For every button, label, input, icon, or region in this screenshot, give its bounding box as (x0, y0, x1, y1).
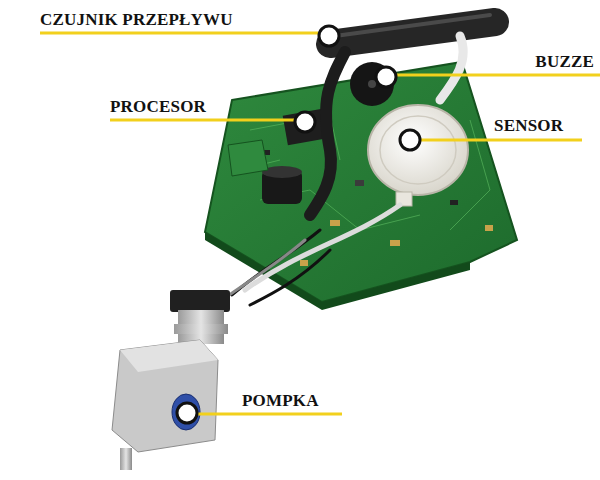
hose (310, 52, 345, 215)
part-label: CZUJNIK PRZEPŁYWU (40, 10, 233, 30)
part-label: SENSOR (494, 116, 563, 136)
part-label: BUZZE (535, 52, 594, 72)
board-edge (205, 232, 470, 310)
part-label: POMPKA (242, 391, 319, 411)
part-label: PROCESOR (110, 97, 206, 117)
alcohol-sensor (368, 105, 468, 195)
pump (112, 290, 230, 470)
wires (222, 205, 400, 305)
leader-lines (40, 33, 600, 414)
callout-dots (177, 26, 420, 423)
